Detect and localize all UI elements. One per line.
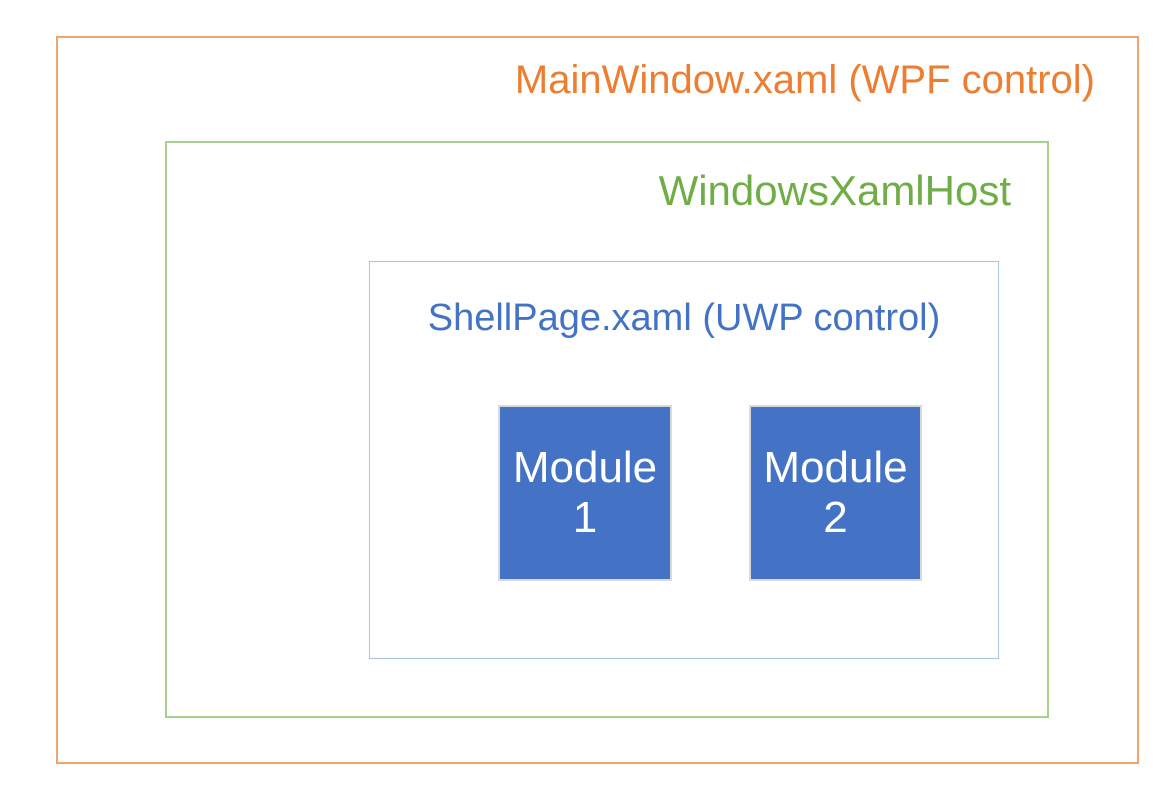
uwp-shellpage-label: ShellPage.xaml (UWP control)	[427, 297, 941, 339]
wpf-mainwindow-label: MainWindow.xaml (WPF control)	[514, 58, 1095, 102]
module-1-box: Module 1	[498, 405, 672, 581]
uwp-shellpage-box: ShellPage.xaml (UWP control) Module 1 Mo…	[369, 261, 999, 659]
module-2-label-line2: 2	[823, 493, 848, 542]
windows-xaml-host-box: WindowsXamlHost ShellPage.xaml (UWP cont…	[165, 141, 1049, 718]
wpf-mainwindow-box: MainWindow.xaml (WPF control) WindowsXam…	[56, 36, 1139, 764]
module-1-label-line1: Module	[512, 443, 658, 492]
module-1-label-line2: 1	[572, 493, 598, 542]
windows-xaml-host-label: WindowsXamlHost	[658, 167, 1011, 214]
module-2-label-line1: Module	[763, 443, 908, 492]
module-2-box: Module 2	[749, 405, 922, 581]
